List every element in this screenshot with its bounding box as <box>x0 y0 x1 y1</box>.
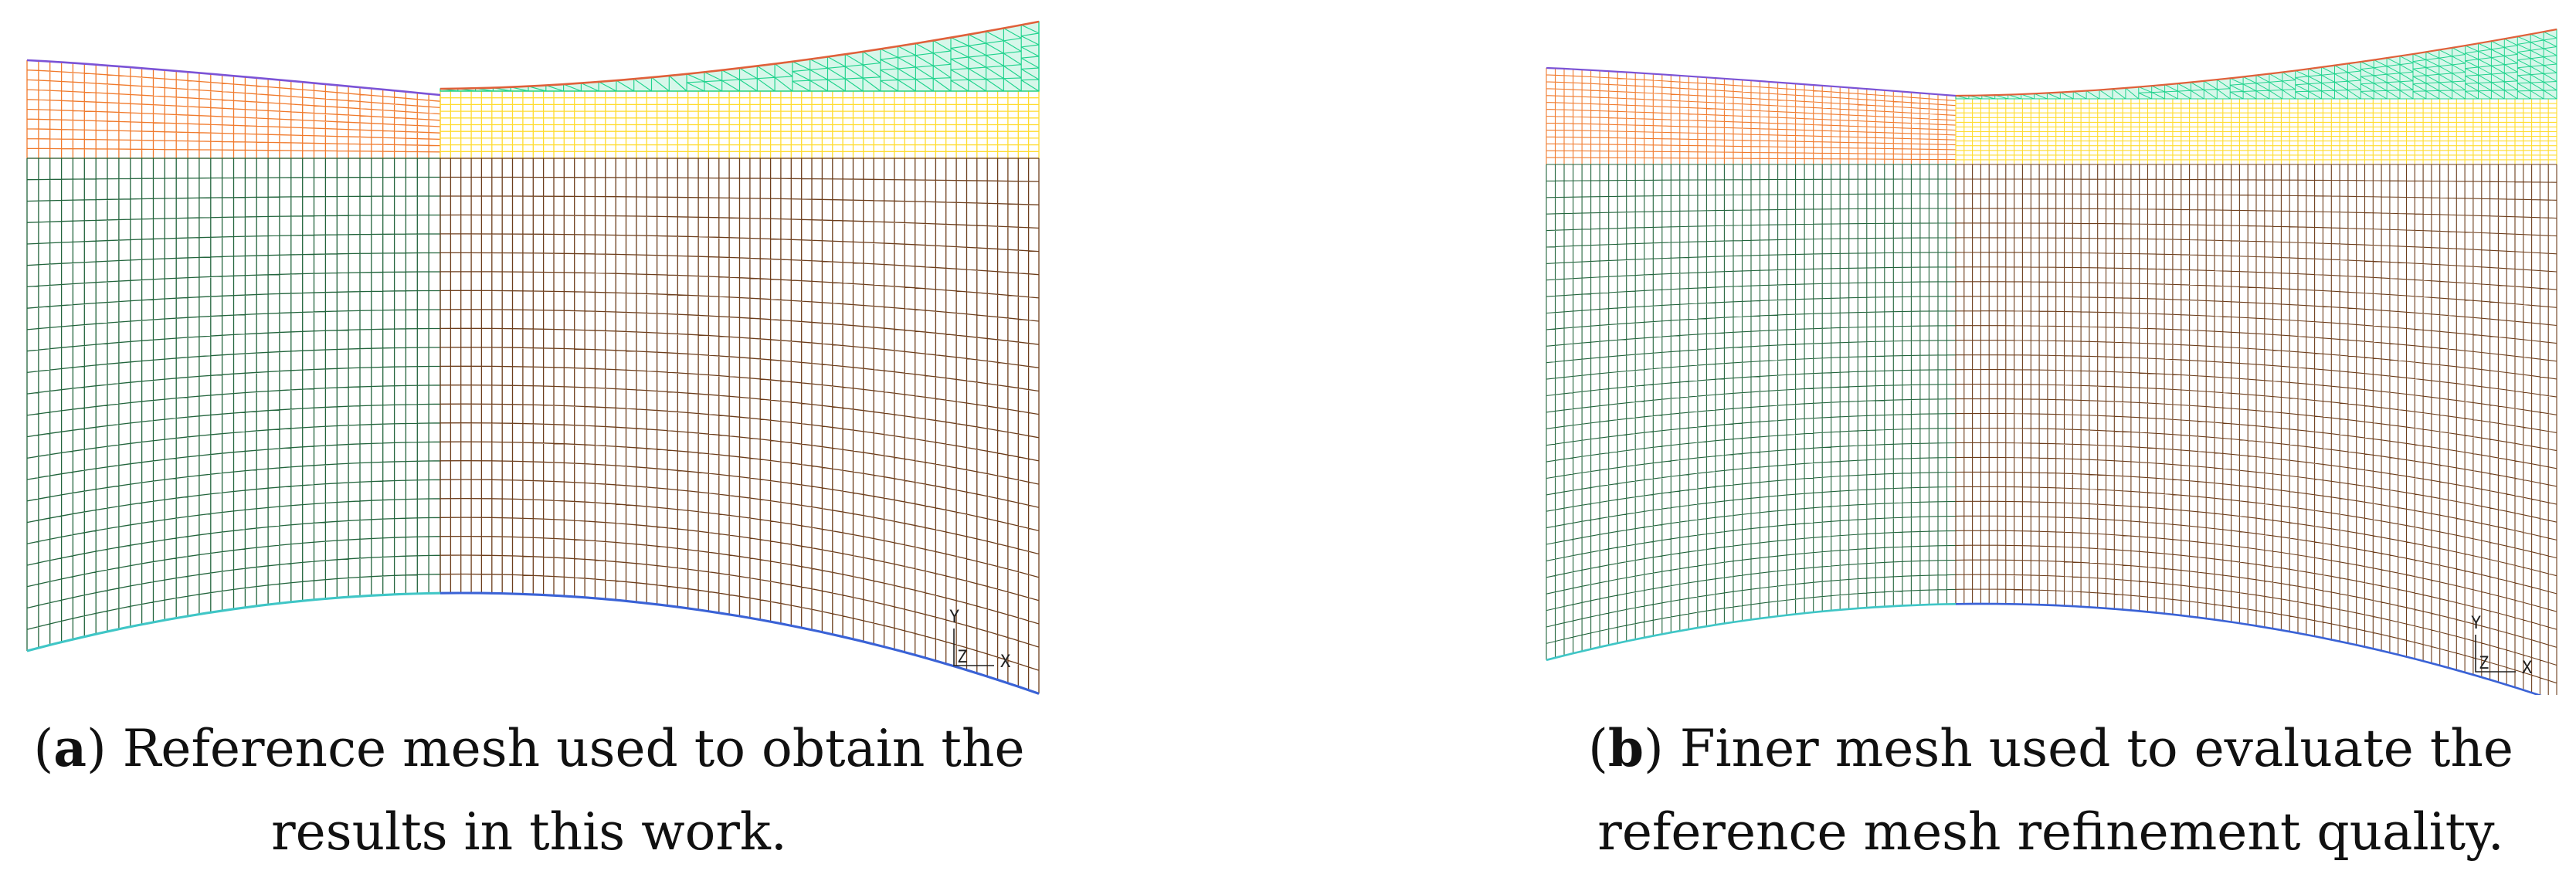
caption-label: b <box>1607 718 1644 778</box>
top-right-boundary <box>1955 28 2557 97</box>
panel-b: Y Z X <box>1288 0 2575 881</box>
mesh-grid-lines <box>26 158 441 652</box>
caption-text-line1: ) Finer mesh used to evaluate the <box>1643 719 2513 778</box>
mesh-boundaries <box>1546 28 2557 695</box>
mesh-grid-lines <box>1955 98 2557 165</box>
green-triangle-mesh-zone <box>1955 29 2557 100</box>
bottom-right-boundary <box>440 591 1040 695</box>
triangle-mesh-lines <box>1955 29 2557 100</box>
green-triangle-mesh-zone <box>440 21 1040 92</box>
axis-label-z: Z <box>957 648 967 667</box>
caption-b: (b) Finer mesh used to evaluate the refe… <box>1588 718 2513 862</box>
top-left-boundary <box>1546 66 1957 97</box>
caption-a: (a) Reference mesh used to obtain the re… <box>33 718 1025 862</box>
axis-triad: Y Z X <box>949 608 1011 672</box>
brown-mesh-zone <box>440 158 1040 695</box>
bottom-left-boundary <box>1546 602 1957 662</box>
caption-label: a <box>53 718 87 778</box>
mesh-grid-lines <box>440 90 1040 159</box>
mesh-grid-lines <box>1955 164 2557 695</box>
yellow-mesh-zone <box>1955 98 2557 165</box>
caption-text-line2: results in this work. <box>271 802 787 862</box>
triangle-mesh-lines <box>440 22 1040 92</box>
dark-green-mesh-zone <box>1546 164 1957 661</box>
caption-text-line1: ) Reference mesh used to obtain the <box>86 719 1025 778</box>
axis-label-z: Z <box>2479 654 2489 673</box>
axis-lines <box>2475 635 2516 673</box>
yellow-mesh-zone <box>440 90 1040 159</box>
top-left-boundary <box>26 59 441 97</box>
bottom-left-boundary <box>26 591 441 652</box>
mesh-grid-lines <box>1546 164 1957 661</box>
brown-mesh-zone <box>1955 164 2557 695</box>
orange-mesh-zone <box>1546 67 1957 165</box>
caption-text-line2: reference mesh refinement quality. <box>1597 802 2504 862</box>
axis-label-x: X <box>1000 652 1011 672</box>
mesh-diagram-b: Y Z X <box>1546 28 2557 695</box>
axis-label-x: X <box>2522 659 2533 678</box>
mesh-grid-lines <box>440 158 1040 695</box>
panel-a: Y Z X <box>26 20 1040 695</box>
dark-green-mesh-zone <box>26 158 441 652</box>
axis-label-y: Y <box>949 608 959 627</box>
axis-lines <box>953 629 994 666</box>
axis-triad: Y Z X <box>2471 614 2533 678</box>
bottom-right-boundary <box>1955 602 2542 695</box>
mesh-diagram-a: Y Z X <box>26 20 1040 695</box>
mesh-boundaries <box>26 20 1040 695</box>
top-right-boundary <box>440 20 1040 90</box>
mesh-grid-lines <box>1546 67 1957 165</box>
axis-label-y: Y <box>2471 614 2481 633</box>
